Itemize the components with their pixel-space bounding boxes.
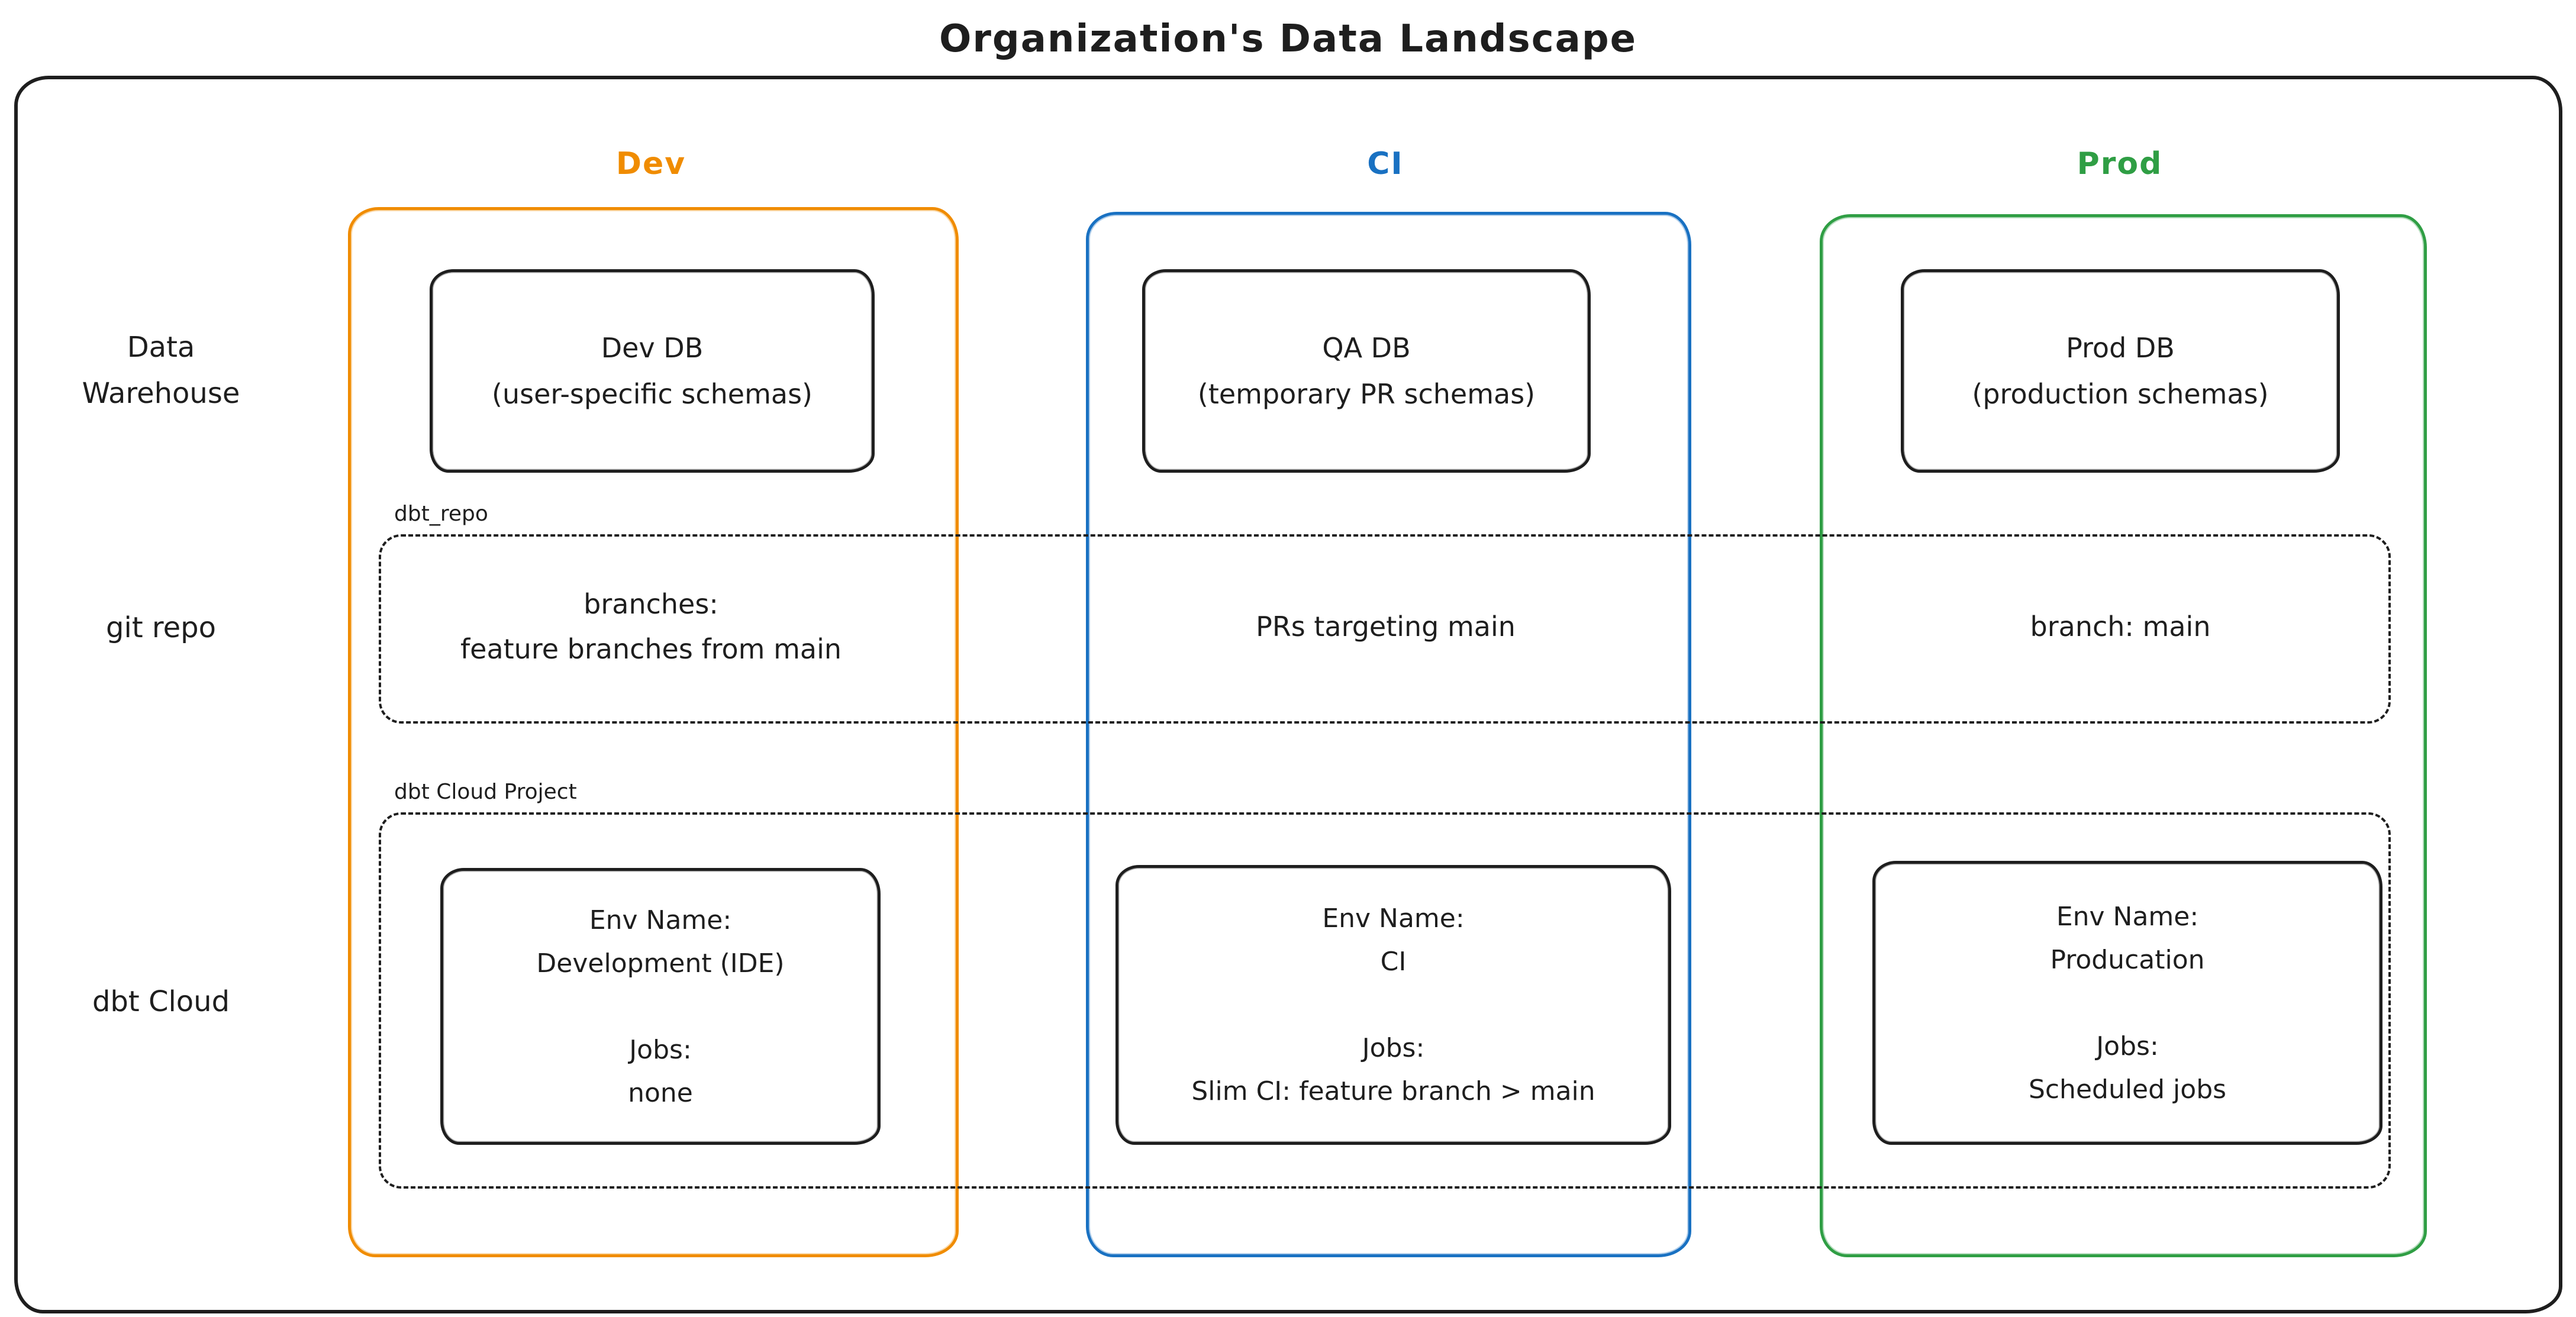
git-repo-prod-text: branch: main (2030, 611, 2211, 643)
row-label-data-warehouse: Data Warehouse (82, 331, 240, 410)
dbt-env-ci-box: Env Name: CI Jobs: Slim CI: feature bran… (1115, 865, 1671, 1145)
outer-frame (14, 76, 2562, 1313)
git-repo-dev-text: branches: feature branches from main (460, 588, 842, 665)
dbt-cloud-project-label: dbt Cloud Project (394, 779, 577, 804)
dbt-env-dev-box: Env Name: Development (IDE) Jobs: none (440, 868, 881, 1145)
ci-environment-container (1086, 212, 1691, 1257)
qa-db-box: QA DB (temporary PR schemas) (1142, 269, 1591, 473)
dev-db-box: Dev DB (user-specific schemas) (430, 269, 875, 473)
dbt-cloud-project-dashed-box (379, 812, 2391, 1189)
git-repo-ci-text: PRs targeting main (1256, 611, 1516, 643)
git-repo-dashed-box (379, 534, 2391, 724)
row-label-git-repo: git repo (106, 611, 216, 644)
prod-environment-container (1820, 214, 2427, 1257)
column-header-dev: Dev (615, 146, 686, 182)
row-label-dbt-cloud: dbt Cloud (92, 985, 230, 1018)
dbt-repo-label: dbt_repo (394, 501, 488, 526)
dbt-env-prod-box: Env Name: Producation Jobs: Scheduled jo… (1872, 861, 2382, 1145)
column-header-ci: CI (1367, 146, 1404, 182)
prod-db-box: Prod DB (production schemas) (1901, 269, 2340, 473)
dev-environment-container (348, 207, 959, 1257)
column-header-prod: Prod (2077, 146, 2163, 182)
diagram-title: Organization's Data Landscape (939, 17, 1637, 61)
